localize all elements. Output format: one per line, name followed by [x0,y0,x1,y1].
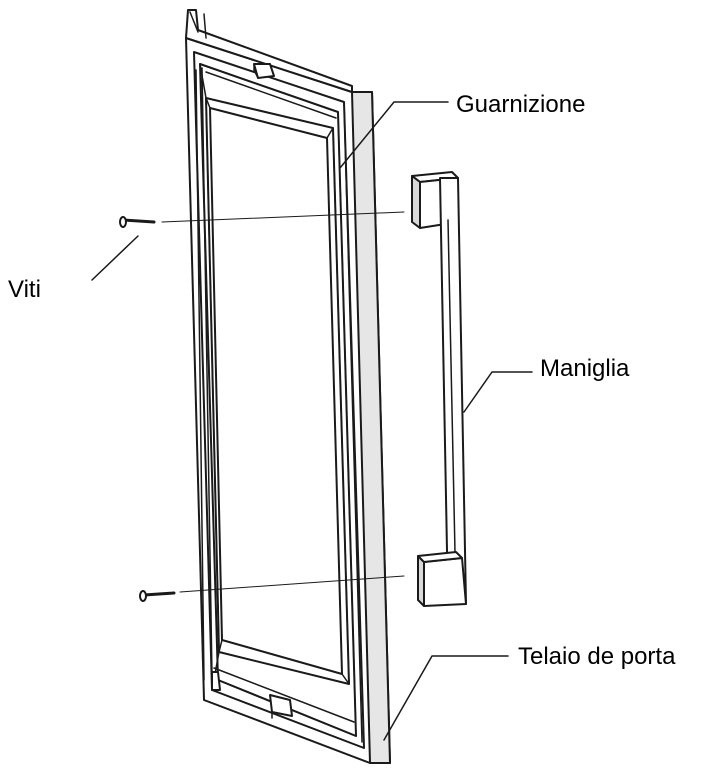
alignment-line-top [161,211,405,223]
handle-leader-line [463,371,533,413]
gasket-leader-line [339,101,449,169]
door-frame-leader-line [383,655,509,741]
door-frame [185,9,391,764]
label-screws: Viti [8,276,41,303]
alignment-line-bottom [179,575,405,593]
label-door-frame: Telaio de porta [518,643,676,670]
handle [411,171,467,607]
screw-top [119,216,156,228]
screw-bottom [139,590,176,602]
label-handle: Maniglia [540,355,630,382]
screws-leader-line [91,235,139,281]
label-gasket: Guarnizione [456,91,586,118]
